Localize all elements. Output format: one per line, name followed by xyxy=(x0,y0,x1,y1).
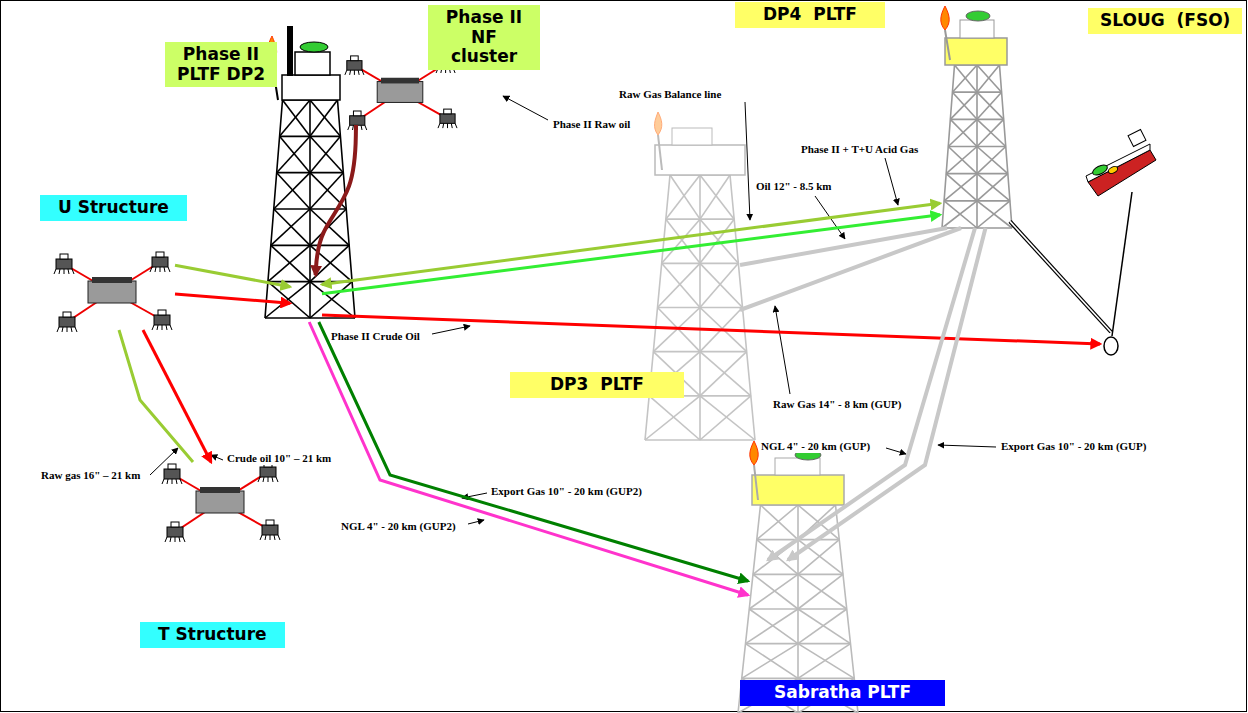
pipeline-label: Export Gas 10" - 20 km (GUP2) xyxy=(490,485,643,498)
pipeline xyxy=(316,125,356,275)
pipeline-path xyxy=(175,265,290,287)
pipeline-path xyxy=(322,315,1100,344)
pipeline xyxy=(175,294,290,303)
pipeline-label: Raw gas 16" – 21 km xyxy=(40,469,141,482)
platform-label: DP3 PLTF xyxy=(510,372,684,398)
cluster-label: Phase II NF cluster xyxy=(428,5,540,70)
pipeline-path xyxy=(740,228,961,310)
pipeline xyxy=(740,228,961,310)
pipeline-label: Oil 12" - 8.5 km xyxy=(755,180,832,193)
pipeline-core xyxy=(1010,221,1111,332)
platform-node: U Structure xyxy=(95,258,175,330)
pipeline xyxy=(322,315,1100,344)
pipeline xyxy=(322,215,940,294)
platform-node: Sabratha PLTF xyxy=(748,560,848,630)
pipeline-path xyxy=(1010,221,1111,332)
pipeline-label: NGL 4" - 20 km (GUP2) xyxy=(340,520,457,533)
leader-arrows xyxy=(150,96,996,524)
dp3-topsides xyxy=(655,112,745,175)
pipeline-path xyxy=(309,322,748,595)
pipeline-label: Phase II + T+U Acid Gas xyxy=(800,143,919,156)
pipeline xyxy=(175,265,290,287)
pipeline-label: Crude oil 10" – 21 km xyxy=(226,452,332,465)
platform-node: DP4 PLTF xyxy=(940,195,1010,228)
platform-node: DP3 PLTF xyxy=(650,250,740,400)
platform-node: T Structure xyxy=(175,462,265,540)
platform-node: SLOUG (FSO) xyxy=(1100,332,1122,356)
platform-label: Sabratha PLTF xyxy=(740,680,945,706)
pipeline-path xyxy=(175,294,290,303)
pipeline-path xyxy=(788,228,986,560)
platform-node: Phase II PLTF DP2 xyxy=(290,275,322,322)
dp2-topsides xyxy=(267,26,340,100)
platform-label: Phase II PLTF DP2 xyxy=(165,42,277,87)
platform-label: DP4 PLTF xyxy=(735,2,885,28)
structure-label: U Structure xyxy=(40,195,187,221)
pipeline-path xyxy=(319,322,748,581)
pipeline-label: Raw Gas 14" - 8 km (GUP) xyxy=(772,398,902,411)
pipeline xyxy=(119,330,193,462)
platform-node: Phase II NF cluster xyxy=(345,62,455,125)
pipeline xyxy=(309,322,748,595)
pipeline xyxy=(319,322,748,581)
pipeline-label: Phase II Crude Oil xyxy=(330,330,421,343)
pipeline-path xyxy=(316,125,356,275)
pipeline-label: Export Gas 10" - 20 km (GUP) xyxy=(1000,440,1147,453)
structure-label: T Structure xyxy=(140,622,285,648)
pipeline-label: NGL 4" - 20 km (GUP) xyxy=(760,440,871,453)
pipeline-label: Raw Gas Balance line xyxy=(618,88,722,101)
fso-ship xyxy=(1086,129,1156,355)
pipeline xyxy=(788,228,986,560)
pipeline-path xyxy=(119,330,193,462)
pipeline-path xyxy=(322,215,940,294)
pipeline xyxy=(1010,221,1111,332)
platform-jackets xyxy=(265,65,1012,713)
pipeline-label: Phase II Raw oil xyxy=(552,118,631,131)
dp4-topsides xyxy=(941,6,1007,65)
fso-label: SLOUG (FSO) xyxy=(1088,8,1242,34)
